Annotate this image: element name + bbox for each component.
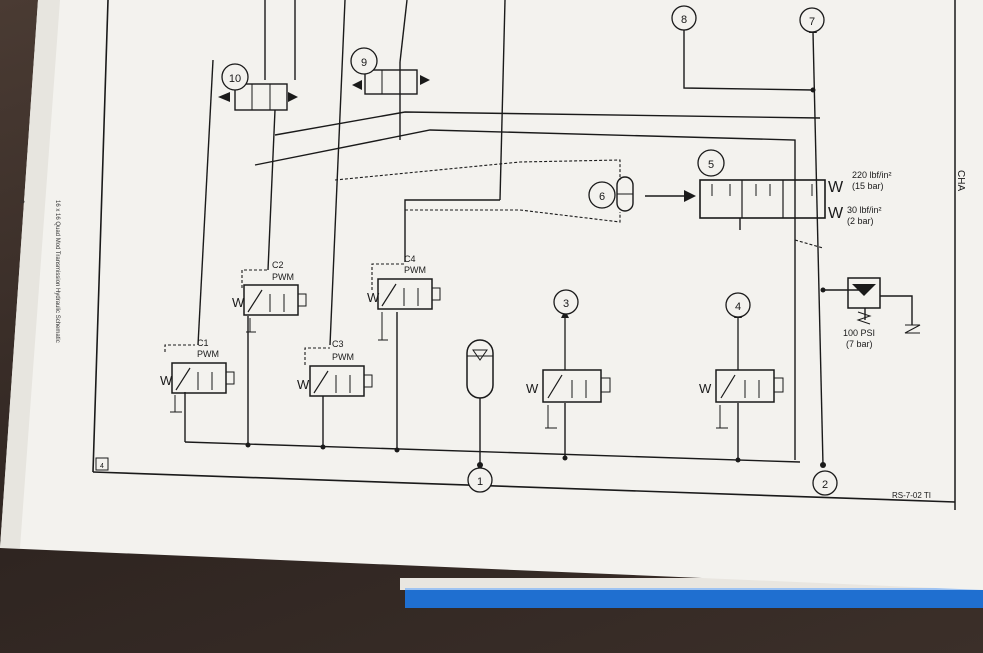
c1-supply [197,59,214,346]
main-supply-2 [812,31,824,466]
side-page-number: 8 [18,200,24,204]
port-1-label: 1 [477,476,483,488]
system-line-mid [254,129,796,460]
upper-line-c [399,0,408,63]
pilot-lines [164,159,824,365]
side-title: 16 x 16 Quad Mod Transmission Hydraulic … [18,200,60,460]
port-4-label: 4 [735,301,741,313]
side-title-line: 16 x 16 Quad Mod Transmission Hydraulic … [54,200,60,343]
port-3-label: 3 [563,298,569,310]
paper-fold-shadow [0,0,60,548]
c3-type: PWM [332,352,354,362]
port-7: 7 [799,7,825,33]
c3-spring: W [297,377,310,392]
port-5-circle [697,149,725,177]
drawing-number: RS-7-02 TI [892,491,931,500]
c4-pilot [371,263,405,290]
valve-c3: C3 PWM W [297,339,373,397]
port-5-label: 5 [708,159,714,171]
c4-feed [404,199,500,262]
c4-spring: W [367,290,380,305]
c3-pilot [304,347,330,365]
port-8-label: 8 [681,14,687,26]
edge-text: CHA [955,170,966,191]
paper-sheet [0,0,983,590]
c2-type: PWM [272,272,294,282]
low-spring-glyph: W [828,205,844,222]
port-9-label: 9 [361,57,367,69]
c2-name: C2 [272,260,284,270]
port-1: 1 [467,462,493,493]
corner-marker-box [95,457,109,471]
port8-line [683,30,814,91]
junction-dots [245,87,826,463]
c2-supply [267,109,276,271]
pilot-line-1 [334,159,621,181]
return-line [184,441,801,463]
valve-10: 10 [218,63,298,111]
regulator-valve-5: 5 W W [684,149,844,222]
port-6-label: 6 [599,191,605,203]
port-7-label: 7 [809,16,815,28]
valve-c2: C2 PWM W [232,260,307,333]
port-4: 4 [725,292,751,318]
frame-left [92,0,109,473]
port-2: 2 [812,462,838,496]
low-pressure-bar: (2 bar) [847,216,874,226]
c1-spring: W [160,373,173,388]
pilot-line-2 [405,209,621,223]
corner-marker: 4 [100,463,104,470]
port-10-label: 10 [229,73,241,85]
c2-spring: W [232,295,245,310]
accumulator [466,339,494,399]
port-3: 3 [553,289,579,318]
hydraulic-lines [184,0,913,466]
port-6-circle [588,181,616,209]
c1-pilot [164,344,195,352]
c1-name: C1 [197,338,209,348]
port-10-circle [221,63,249,91]
port-8: 8 [671,5,697,31]
low-pressure-psi: 30 lbf/in² [847,205,882,215]
c2-pilot [241,269,268,288]
c1-type: PWM [197,349,219,359]
valve-4: W [699,318,784,429]
high-pressure-psi: 220 lbf/in² [852,170,892,180]
c4-type: PWM [404,265,426,275]
relief-pressure-psi: 100 PSI [843,328,875,338]
port-2-label: 2 [822,479,828,491]
c3-name: C3 [332,339,344,349]
v3-spring: W [526,381,539,396]
sensor-6: 6 [588,176,634,212]
border-frame [92,0,956,503]
c4-name: C4 [404,254,416,264]
system-line-upper [274,111,821,136]
relief-valve [847,277,921,334]
valve-c1: C1 PWM W [160,338,235,413]
c3-supply [329,0,346,346]
blue-binder-cover [405,588,983,608]
port-9-circle [350,47,378,75]
high-spring-glyph: W [828,179,844,196]
frame-bottom [92,471,956,503]
valve-9: 9 [350,47,430,95]
valve-c4: C4 PWM W [367,254,441,341]
c4-supply [499,0,506,201]
relief-pressure-bar: (7 bar) [846,339,873,349]
v4-spring: W [699,381,712,396]
valve-3: W [526,318,611,429]
relief-drain [880,295,913,325]
high-pressure-bar: (15 bar) [852,181,884,191]
